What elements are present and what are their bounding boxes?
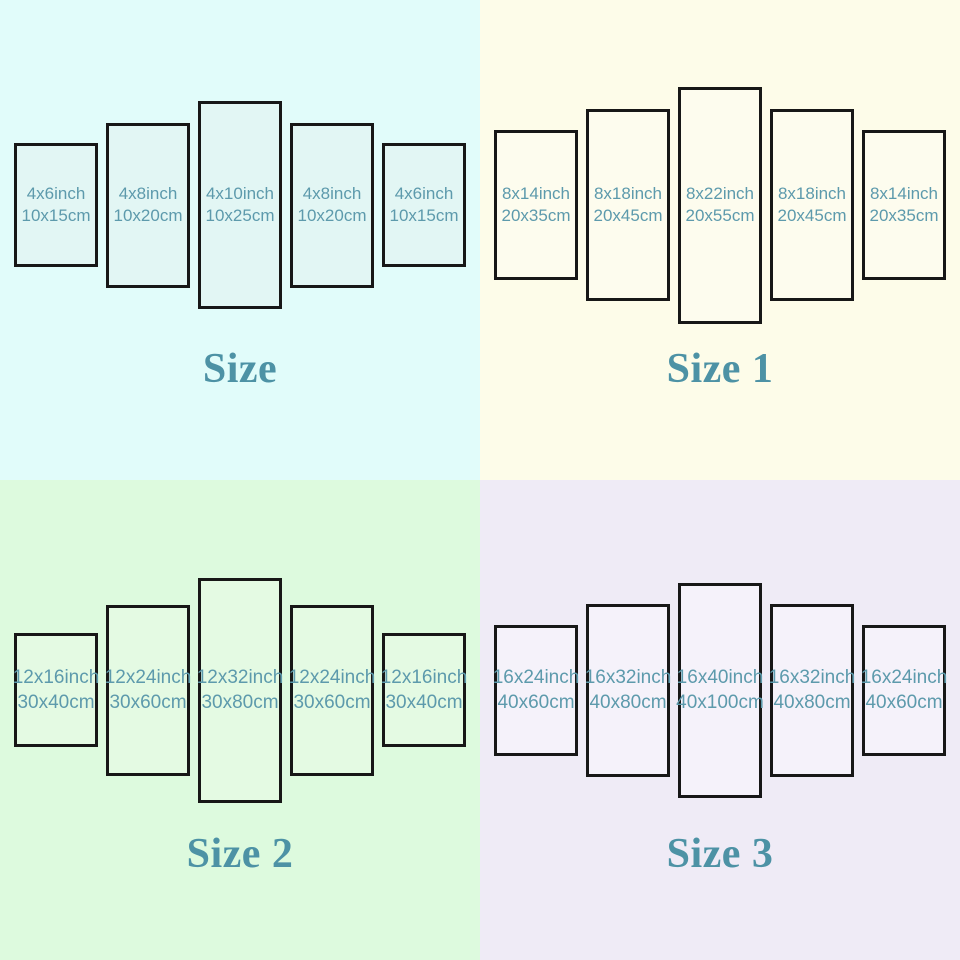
section-title: Size 2 [186,831,294,877]
panel-size-cm: 20x45cm [593,206,663,225]
panel-size-label: 8x14inch 20x35cm [870,183,939,227]
panel-size-label: 16x40inch 40x100cm [676,665,764,715]
panel-size-cm: 40x60cm [497,692,575,713]
panel-size-inches: 16x32inch [584,667,672,688]
section-title: Size 3 [666,831,774,877]
panel-size-inches: 4x8inch [118,184,178,203]
panel-size-inches: 8x22inch [685,184,755,203]
panel-size-label: 8x22inch 20x55cm [686,183,755,227]
panel-size-cm: 40x100cm [676,692,764,713]
panel-size-cm: 30x80cm [201,692,279,713]
panel-size-inches: 4x6inch [394,184,454,203]
panel-size-inches: 12x24inch [104,667,192,688]
panel-size-label: 4x8inch 10x20cm [298,183,367,227]
canvas-panel: 8x14inch 20x35cm [494,130,578,280]
canvas-panel: 8x18inch 20x45cm [770,109,854,301]
panel-size-cm: 10x15cm [389,206,459,225]
panel-size-label: 4x8inch 10x20cm [114,183,183,227]
panel-size-inches: 12x24inch [288,667,376,688]
section-title: Size 1 [666,346,774,392]
panel-size-cm: 10x20cm [113,206,183,225]
panel-group: 16x24inch 40x60cm 16x32inch 40x80cm 16x4… [480,570,960,810]
panel-size-cm: 10x15cm [21,206,91,225]
panel-size-label: 16x32inch 40x80cm [585,665,672,715]
canvas-panel: 16x32inch 40x80cm [585,603,672,777]
size-chart-section-1: 8x14inch 20x35cm 8x18inch 20x45cm 8x22in… [480,0,960,480]
canvas-panel: 4x6inch 10x15cm [382,143,466,267]
panel-size-label: 16x24inch 40x60cm [493,665,580,715]
panel-size-cm: 20x55cm [685,206,755,225]
size-chart-section-2: 12x16inch 30x40cm 12x24inch 30x60cm 12x3… [0,480,480,960]
panel-size-inches: 4x8inch [302,184,362,203]
panel-size-cm: 40x80cm [589,692,667,713]
panel-size-cm: 30x60cm [293,692,371,713]
size-chart-section-default: 4x6inch 10x15cm 4x8inch 10x20cm 4x10inch… [0,0,480,480]
panel-size-label: 8x14inch 20x35cm [502,183,571,227]
canvas-panel: 12x16inch 30x40cm [381,633,468,747]
panel-size-cm: 40x60cm [865,692,943,713]
panel-size-inches: 4x6inch [26,184,86,203]
panel-size-inches: 16x40inch [676,667,764,688]
panel-size-inches: 8x14inch [501,184,571,203]
panel-size-cm: 10x20cm [297,206,367,225]
panel-size-cm: 30x40cm [17,692,95,713]
panel-group: 12x16inch 30x40cm 12x24inch 30x60cm 12x3… [0,570,480,810]
panel-size-inches: 16x32inch [768,667,856,688]
canvas-panel: 8x22inch 20x55cm [678,86,762,324]
panel-size-label: 8x18inch 20x45cm [778,183,847,227]
canvas-panel: 16x24inch 40x60cm [861,624,948,756]
panel-size-inches: 12x16inch [380,667,468,688]
panel-size-cm: 20x45cm [777,206,847,225]
canvas-panel: 12x24inch 30x60cm [105,604,192,776]
panel-size-inches: 8x18inch [593,184,663,203]
panel-size-inches: 16x24inch [860,667,948,688]
panel-size-label: 12x16inch 30x40cm [381,665,468,715]
panel-size-cm: 20x35cm [869,206,939,225]
panel-size-inches: 8x14inch [869,184,939,203]
panel-size-cm: 30x60cm [109,692,187,713]
canvas-panel: 4x8inch 10x20cm [106,122,190,288]
panel-size-cm: 20x35cm [501,206,571,225]
panel-group: 4x6inch 10x15cm 4x8inch 10x20cm 4x10inch… [0,85,480,325]
panel-size-label: 8x18inch 20x45cm [594,183,663,227]
panel-size-label: 4x6inch 10x15cm [22,183,91,227]
canvas-panel: 8x14inch 20x35cm [862,130,946,280]
panel-size-label: 4x6inch 10x15cm [390,183,459,227]
panel-group: 8x14inch 20x35cm 8x18inch 20x45cm 8x22in… [480,85,960,325]
canvas-panel: 4x8inch 10x20cm [290,122,374,288]
panel-size-inches: 4x10inch [205,184,275,203]
panel-size-cm: 40x80cm [773,692,851,713]
panel-size-label: 12x24inch 30x60cm [289,665,376,715]
panel-size-cm: 10x25cm [205,206,275,225]
panel-size-label: 16x24inch 40x60cm [861,665,948,715]
canvas-panel: 16x24inch 40x60cm [493,624,580,756]
section-title: Size [202,346,278,392]
panel-size-label: 12x32inch 30x80cm [197,665,284,715]
panel-size-cm: 30x40cm [385,692,463,713]
canvas-panel: 8x18inch 20x45cm [586,109,670,301]
canvas-panel: 12x24inch 30x60cm [289,604,376,776]
size-chart-section-3: 16x24inch 40x60cm 16x32inch 40x80cm 16x4… [480,480,960,960]
canvas-panel: 12x16inch 30x40cm [13,633,100,747]
panel-size-inches: 8x18inch [777,184,847,203]
panel-size-label: 4x10inch 10x25cm [206,183,275,227]
canvas-panel: 16x32inch 40x80cm [769,603,856,777]
panel-size-inches: 12x16inch [12,667,100,688]
canvas-panel: 16x40inch 40x100cm [676,582,764,798]
canvas-panel: 4x6inch 10x15cm [14,143,98,267]
panel-size-label: 16x32inch 40x80cm [769,665,856,715]
panel-size-label: 12x16inch 30x40cm [13,665,100,715]
canvas-panel: 4x10inch 10x25cm [198,101,282,309]
panel-size-inches: 12x32inch [196,667,284,688]
panel-size-label: 12x24inch 30x60cm [105,665,192,715]
canvas-panel: 12x32inch 30x80cm [197,577,284,803]
panel-size-inches: 16x24inch [492,667,580,688]
